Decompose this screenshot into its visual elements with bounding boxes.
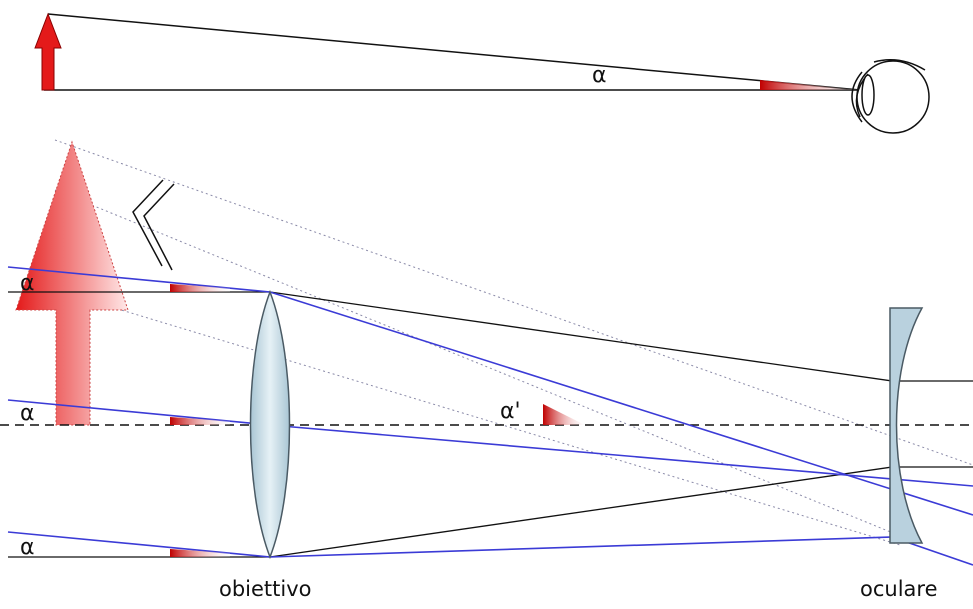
- top-sight-ray: [47, 13, 861, 91]
- eye-icon: [851, 59, 930, 134]
- virtual-image-arrow: [15, 140, 129, 426]
- top-angle-wedge: [760, 80, 860, 90]
- objective-caption: obiettivo: [219, 577, 312, 601]
- alpha-label-middle: α: [20, 401, 35, 426]
- alpha-label-top: α: [20, 271, 35, 296]
- angle-wedge-alpha-prime: [543, 404, 585, 425]
- eyepiece-lens: [889, 307, 924, 544]
- telescope-panel: α α α α' obiettivo oculare: [0, 139, 973, 601]
- top-alpha-label: α: [592, 63, 607, 88]
- alpha-label-bottom: α: [20, 535, 35, 560]
- dotted-guide-rays: [54, 139, 973, 546]
- blue-rays: [7, 266, 973, 566]
- angle-wedge-middle: [170, 417, 230, 425]
- eyepiece-caption: oculare: [860, 577, 938, 601]
- objective-lens: [249, 289, 291, 560]
- naked-eye-panel: α: [34, 12, 930, 134]
- small-object-arrow: [34, 12, 62, 91]
- break-mark: [132, 179, 175, 271]
- angle-wedge-top: [170, 284, 230, 292]
- alpha-prime-label: α': [500, 399, 521, 424]
- angle-wedge-bottom: [170, 549, 230, 557]
